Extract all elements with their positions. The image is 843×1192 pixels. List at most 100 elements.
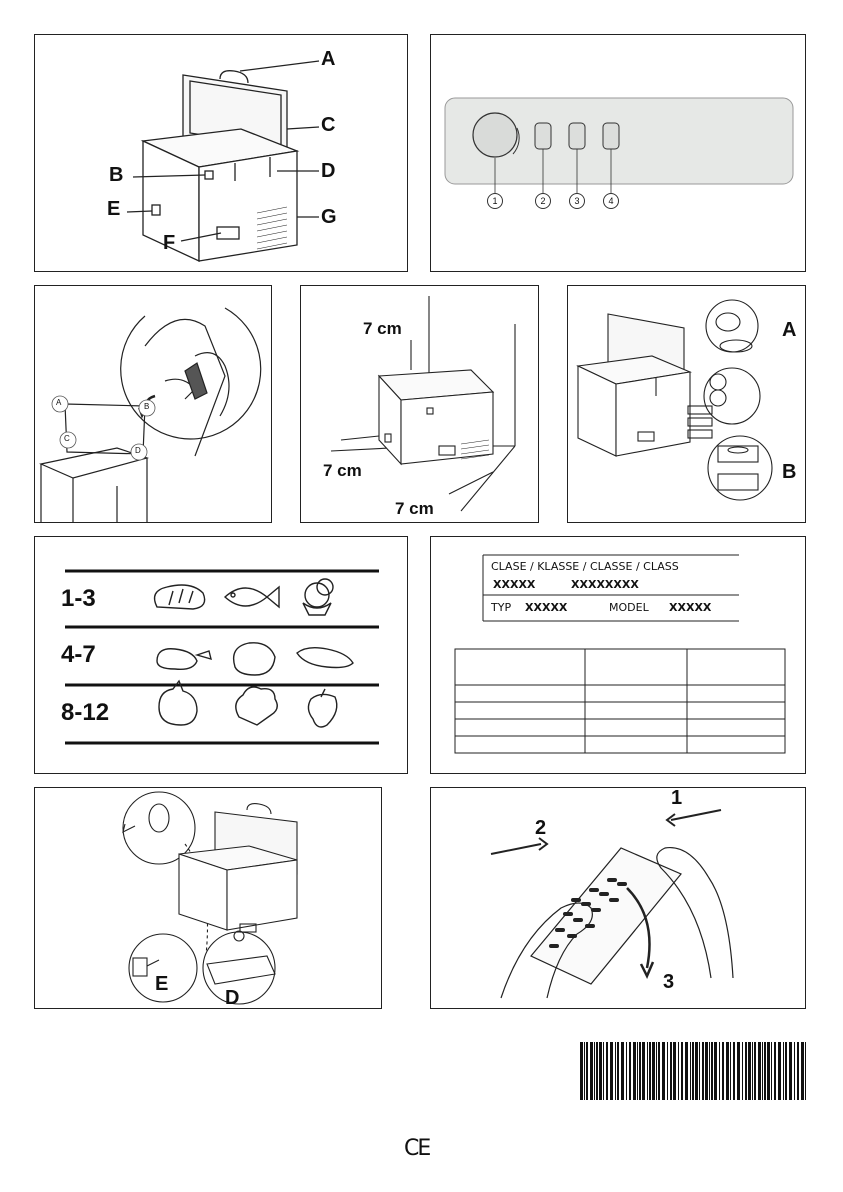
- button-callout-1: 1: [487, 193, 503, 209]
- barcode-bar: [709, 1042, 710, 1100]
- barcode-bar: [705, 1042, 708, 1100]
- barcode-bar: [719, 1042, 720, 1100]
- panel-freezer-parts: A C D G B E F: [34, 34, 408, 272]
- barcode-bar: [722, 1042, 724, 1100]
- barcode-bar: [789, 1042, 792, 1100]
- barcode-bar: [642, 1042, 645, 1100]
- button-callout-4: 4: [603, 193, 619, 209]
- barcode-bar: [742, 1042, 743, 1100]
- barcode-bar: [617, 1042, 619, 1100]
- period-label-8-12: 8-12: [61, 701, 109, 725]
- tray-step-1: 1: [671, 788, 682, 808]
- barcode-bar: [785, 1042, 787, 1100]
- barcode-bar: [801, 1042, 804, 1100]
- barcode-bar: [702, 1042, 704, 1100]
- defrost-drain-drawing: [35, 788, 382, 1009]
- barcode-bar: [794, 1042, 795, 1100]
- barcode-bar: [584, 1042, 585, 1100]
- storage-zones-drawing: [568, 286, 806, 523]
- part-label-b: B: [109, 165, 123, 185]
- barcode-bar: [580, 1042, 583, 1100]
- panel-rating-plate: CLASE / KLASSE / CLASSE / CLASS XXXXX XX…: [430, 536, 806, 774]
- panel-storage-periods: 1-3 4-7 8-12: [34, 536, 408, 774]
- zone-label-b: B: [782, 462, 796, 482]
- barcode-bar: [610, 1042, 613, 1100]
- ce-mark: CE: [404, 1136, 429, 1161]
- barcode-bar: [667, 1042, 668, 1100]
- hinge-label-d: D: [135, 447, 141, 455]
- panel-ice-tray: 1 2 3: [430, 787, 806, 1009]
- panel-defrost-drain: E D: [34, 787, 382, 1009]
- barcode-bar: [629, 1042, 631, 1100]
- barcode-bar: [771, 1042, 772, 1100]
- barcode: [580, 1042, 808, 1100]
- button-callout-2: 2: [535, 193, 551, 209]
- barcode-bar: [783, 1042, 784, 1100]
- clearance-back-label: 7 cm: [395, 500, 434, 517]
- barcode-bar: [695, 1042, 698, 1100]
- barcode-bar: [748, 1042, 751, 1100]
- ice-tray-drawing: [431, 788, 806, 1009]
- barcode-bar: [797, 1042, 799, 1100]
- panel-clearance: 7 cm 7 cm 7 cm: [300, 285, 539, 523]
- drain-label-e: E: [155, 974, 168, 994]
- zone-label-a: A: [782, 320, 796, 340]
- barcode-bar: [603, 1042, 604, 1100]
- barcode-bar: [754, 1042, 756, 1100]
- panel-control-panel: 1 2 3 4: [430, 34, 806, 272]
- period-label-1-3: 1-3: [61, 587, 96, 611]
- barcode-bar: [670, 1042, 672, 1100]
- barcode-bar: [692, 1042, 694, 1100]
- barcode-bar: [649, 1042, 651, 1100]
- hinge-label-b: B: [144, 403, 149, 411]
- hinge-label-a: A: [56, 399, 61, 407]
- button-callout-3: 3: [569, 193, 585, 209]
- rating-model-label: MODEL: [609, 601, 649, 614]
- barcode-bar: [711, 1042, 713, 1100]
- rating-class-value-1-text: XXXXX: [493, 578, 535, 591]
- barcode-bar: [656, 1042, 657, 1100]
- barcode-bar: [714, 1042, 717, 1100]
- part-label-c: C: [321, 115, 335, 135]
- barcode-bar: [596, 1042, 598, 1100]
- rating-typ-value: XXXXX: [525, 601, 567, 614]
- period-label-4-7: 4-7: [61, 643, 96, 667]
- drain-label-d: D: [225, 988, 239, 1008]
- part-label-e: E: [107, 199, 120, 219]
- barcode-bar: [637, 1042, 638, 1100]
- barcode-bar: [730, 1042, 731, 1100]
- clearance-side-label: 7 cm: [323, 462, 362, 479]
- rating-typ-value-text: XXXXX: [525, 601, 567, 614]
- barcode-bar: [647, 1042, 648, 1100]
- barcode-bar: [626, 1042, 627, 1100]
- panel-storage-zones: A B: [567, 285, 806, 523]
- barcode-bar: [658, 1042, 660, 1100]
- barcode-bar: [752, 1042, 753, 1100]
- rating-class-value-2: XXXXXXXX: [571, 578, 639, 591]
- rating-class-header: CLASE / KLASSE / CLASSE / CLASS: [491, 560, 679, 573]
- rating-typ-label: TYP: [491, 601, 511, 614]
- part-label-g: G: [321, 207, 337, 227]
- barcode-bar: [737, 1042, 740, 1100]
- barcode-bar: [586, 1042, 588, 1100]
- barcode-bar: [733, 1042, 735, 1100]
- tray-step-3: 3: [663, 972, 674, 992]
- barcode-bar: [690, 1042, 691, 1100]
- lid-removal-drawing: [35, 286, 272, 523]
- barcode-bar: [639, 1042, 641, 1100]
- barcode-bar: [590, 1042, 593, 1100]
- tray-step-2: 2: [535, 818, 546, 838]
- part-label-d: D: [321, 161, 335, 181]
- barcode-bar: [762, 1042, 763, 1100]
- barcode-bar: [615, 1042, 616, 1100]
- rating-model-value-text: XXXXX: [669, 601, 711, 614]
- barcode-bar: [758, 1042, 761, 1100]
- panel-lid-removal: A B C D: [34, 285, 272, 523]
- part-label-f: F: [163, 233, 175, 253]
- hinge-label-c: C: [64, 435, 70, 443]
- barcode-bar: [805, 1042, 806, 1100]
- clearance-top-label: 7 cm: [363, 320, 402, 337]
- barcode-bar: [621, 1042, 624, 1100]
- rating-model-value: XXXXX: [669, 601, 711, 614]
- barcode-bar: [633, 1042, 636, 1100]
